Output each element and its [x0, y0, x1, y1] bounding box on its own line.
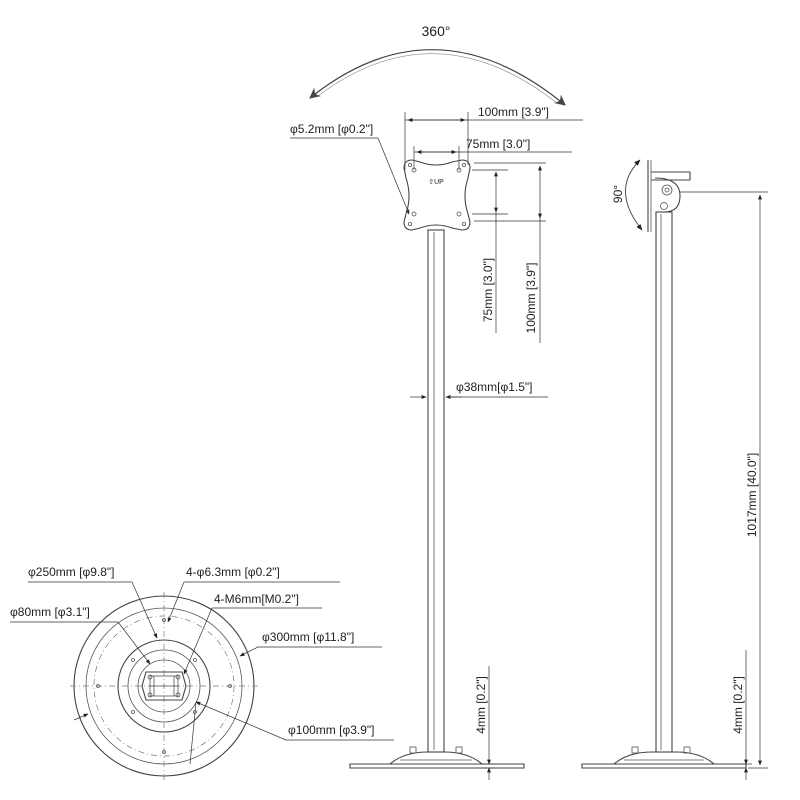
base-dia-300-label: φ300mm [φ11.8"]	[262, 630, 354, 644]
vesa-height-75-label: 75mm [3.0"]	[481, 258, 495, 322]
vesa-width-75-label: 75mm [3.0"]	[466, 137, 530, 151]
holes-63-label: 4-φ6.3mm [φ0.2"]	[186, 565, 280, 579]
rotation-indicator: 360°	[309, 23, 566, 106]
vesa-height-100-label: 100mm [3.9"]	[524, 263, 538, 334]
m6-label: 4-M6mm[M0.2"]	[214, 592, 299, 606]
rotation-arc	[309, 49, 566, 106]
height-label: 1017mm [40.0"]	[745, 453, 759, 537]
tilt-label: 90°	[611, 185, 625, 203]
base-dia-250-label: φ250mm [φ9.8"]	[28, 565, 115, 579]
tilt-arc	[625, 159, 643, 231]
front-base	[349, 763, 525, 769]
rotation-label: 360°	[422, 23, 451, 39]
pole-diameter-label: φ38mm[φ1.5"]	[456, 380, 533, 394]
base-dia-80-label: φ80mm [φ3.1"]	[10, 605, 90, 619]
side-base-thickness-label: 4mm [0.2"]	[731, 676, 745, 734]
front-base-thickness-label: 4mm [0.2"]	[474, 676, 488, 734]
vesa-plate	[403, 159, 471, 231]
front-pole	[427, 229, 445, 753]
up-mark: ⇧UP	[428, 178, 444, 186]
side-pole	[655, 211, 673, 753]
vesa-width-100-label: 100mm [3.9"]	[478, 105, 549, 119]
side-base	[581, 763, 747, 769]
side-view: 90° 1017mm [40.0"] 4mm [0.2"]	[581, 159, 768, 780]
base-top-view: φ250mm [φ9.8"] 4-φ6.3mm [φ0.2"] φ80mm [φ…	[10, 565, 394, 780]
hole-diameter-label: φ5.2mm [φ0.2"]	[290, 122, 373, 136]
front-view: 100mm [3.9"] 75mm [3.0"] φ5.2mm [φ0.2"] …	[290, 105, 583, 780]
base-dia-100-label: φ100mm [φ3.9"]	[288, 723, 375, 737]
